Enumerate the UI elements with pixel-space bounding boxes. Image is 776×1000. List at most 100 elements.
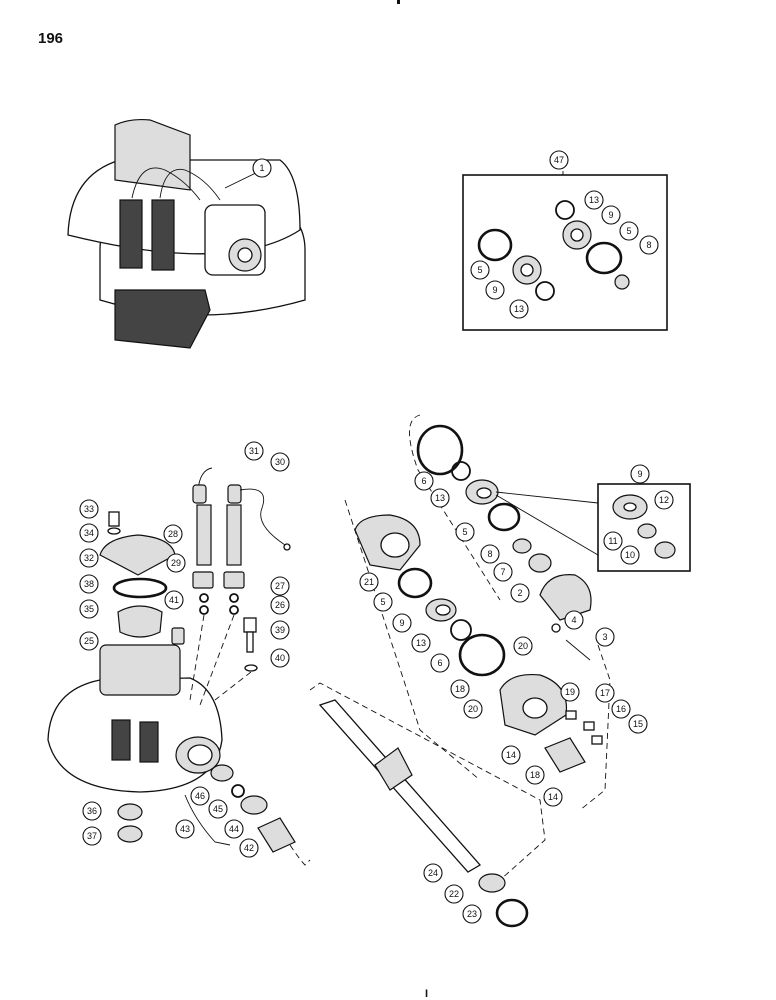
callout-9: 9 xyxy=(601,205,621,225)
callout-number: 44 xyxy=(229,824,239,834)
callout-number: 4 xyxy=(571,615,576,625)
callout-circle xyxy=(252,158,272,178)
callout-circle xyxy=(79,631,99,651)
callout-5: 5 xyxy=(470,260,490,280)
callout-23: 23 xyxy=(462,904,482,924)
callout-circle xyxy=(549,150,569,170)
callout-circle xyxy=(601,205,621,225)
callout-13: 13 xyxy=(509,299,529,319)
callout-circle xyxy=(224,819,244,839)
callout-circle xyxy=(560,682,580,702)
callout-number: 37 xyxy=(87,831,97,841)
callout-number: 23 xyxy=(467,909,477,919)
callout-15: 15 xyxy=(628,714,648,734)
callout-circle xyxy=(244,441,264,461)
callout-number: 20 xyxy=(518,641,528,651)
callout-5: 5 xyxy=(455,522,475,542)
assembled-pump-illustration xyxy=(67,118,306,349)
callout-circle xyxy=(620,545,640,565)
callout-circle xyxy=(359,572,379,592)
callout-7: 7 xyxy=(493,562,513,582)
callout-number: 18 xyxy=(455,684,465,694)
callout-number: 8 xyxy=(646,240,651,250)
callout-number: 31 xyxy=(249,446,259,456)
callout-25: 25 xyxy=(79,631,99,651)
callout-number: 38 xyxy=(84,579,94,589)
callout-46: 46 xyxy=(190,786,210,806)
callout-34: 34 xyxy=(79,523,99,543)
callout-number: 17 xyxy=(600,688,610,698)
callout-number: 21 xyxy=(364,577,374,587)
callout-number: 45 xyxy=(213,804,223,814)
callout-circle xyxy=(79,523,99,543)
callout-circle xyxy=(270,648,290,668)
callout-circle xyxy=(79,574,99,594)
callout-40: 40 xyxy=(270,648,290,668)
callout-circle xyxy=(630,464,650,484)
callout-number: 20 xyxy=(468,704,478,714)
callout-24: 24 xyxy=(423,863,443,883)
callout-number: 22 xyxy=(449,889,459,899)
callout-9: 9 xyxy=(485,280,505,300)
callout-14: 14 xyxy=(501,745,521,765)
callout-number: 34 xyxy=(84,528,94,538)
callout-number: 6 xyxy=(421,476,426,486)
callout-circle xyxy=(164,590,184,610)
callout-circle xyxy=(190,786,210,806)
callout-number: 18 xyxy=(530,770,540,780)
callout-number: 13 xyxy=(514,304,524,314)
callout-number: 11 xyxy=(608,536,617,546)
callout-36: 36 xyxy=(82,801,102,821)
callout-number: 26 xyxy=(275,600,285,610)
callout-12: 12 xyxy=(654,490,674,510)
pump-exploded-view xyxy=(309,414,611,928)
callout-circle xyxy=(509,299,529,319)
callout-circle xyxy=(654,490,674,510)
callout-11: 11 xyxy=(603,531,623,551)
callout-circle xyxy=(595,627,615,647)
callout-1: 1 xyxy=(252,158,272,178)
callout-number: 13 xyxy=(589,195,599,205)
callout-circle xyxy=(564,610,584,630)
callout-circle xyxy=(595,683,615,703)
seal-kit-box xyxy=(462,171,668,331)
callout-circle xyxy=(392,613,412,633)
housing-exploded-view xyxy=(47,467,311,866)
callout-circle xyxy=(513,636,533,656)
callout-47: 47 xyxy=(549,150,569,170)
callout-circle xyxy=(373,592,393,612)
callout-circle xyxy=(628,714,648,734)
callout-number: 12 xyxy=(659,495,669,505)
callout-number: 5 xyxy=(462,527,467,537)
callout-20: 20 xyxy=(463,699,483,719)
callout-number: 32 xyxy=(84,553,94,563)
callout-20: 20 xyxy=(513,636,533,656)
callout-number: 9 xyxy=(399,618,404,628)
callout-39: 39 xyxy=(270,620,290,640)
callout-number: 5 xyxy=(380,597,385,607)
bottom-mark: I xyxy=(425,988,429,1000)
callout-circle xyxy=(239,838,259,858)
callout-circle xyxy=(423,863,443,883)
callout-37: 37 xyxy=(82,826,102,846)
callout-number: 9 xyxy=(608,210,613,220)
callout-circle xyxy=(82,801,102,821)
callout-number: 14 xyxy=(548,792,558,802)
callout-43: 43 xyxy=(175,819,195,839)
callout-circle xyxy=(82,826,102,846)
callout-circle xyxy=(430,488,450,508)
callout-22: 22 xyxy=(444,884,464,904)
top-mark xyxy=(397,0,400,4)
callout-number: 9 xyxy=(637,469,642,479)
callout-8: 8 xyxy=(480,544,500,564)
callout-circle xyxy=(480,544,500,564)
callout-number: 47 xyxy=(554,155,564,165)
callout-10: 10 xyxy=(620,545,640,565)
callout-circle xyxy=(619,221,639,241)
callout-circle xyxy=(270,452,290,472)
callout-circle xyxy=(270,620,290,640)
callout-6: 6 xyxy=(414,471,434,491)
callout-circle xyxy=(208,799,228,819)
callout-number: 5 xyxy=(626,226,631,236)
